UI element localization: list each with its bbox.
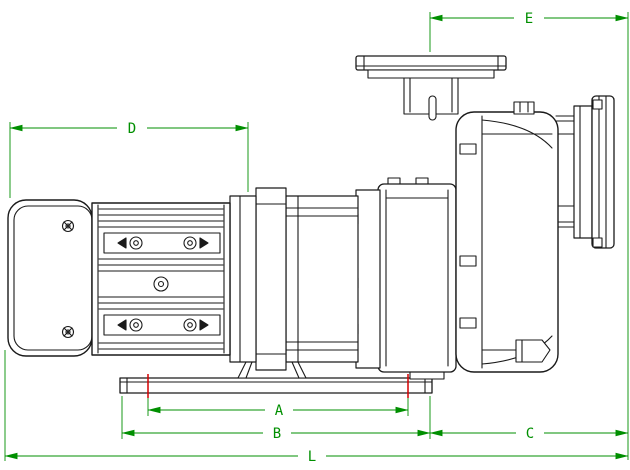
dimension-l: L: [4, 449, 629, 465]
dimension-label-l: L: [308, 449, 316, 465]
dimension-label-c: C: [526, 426, 534, 442]
dimension-c: C: [429, 426, 629, 442]
pump-casing: [455, 101, 559, 373]
rear-housing: [377, 177, 457, 373]
dimension-d: D: [9, 121, 249, 137]
dimension-label-e: E: [525, 11, 533, 27]
dimension-label-d: D: [128, 121, 136, 137]
vent-slot: [428, 95, 437, 121]
dimension-label-a: A: [275, 403, 284, 419]
tie-rail-upper: [103, 232, 221, 254]
lantern-bracket: [285, 195, 359, 363]
drain-boss: [515, 339, 551, 363]
pump-outline: [7, 55, 615, 394]
motor-fins: [98, 208, 224, 350]
dimension-label-b: B: [273, 426, 281, 442]
tie-rail-lower: [103, 314, 221, 336]
motor-body: [91, 202, 231, 356]
motor-rear-cap: [7, 199, 93, 357]
dimension-a: A: [147, 403, 409, 419]
dimension-annotations: E D A B C L: [4, 11, 629, 465]
dimension-b: B: [121, 426, 431, 442]
baseplate: [119, 377, 433, 394]
motor-flange: [229, 187, 287, 371]
dimension-e: E: [429, 11, 629, 27]
mounting-hole-markers: [147, 374, 409, 398]
